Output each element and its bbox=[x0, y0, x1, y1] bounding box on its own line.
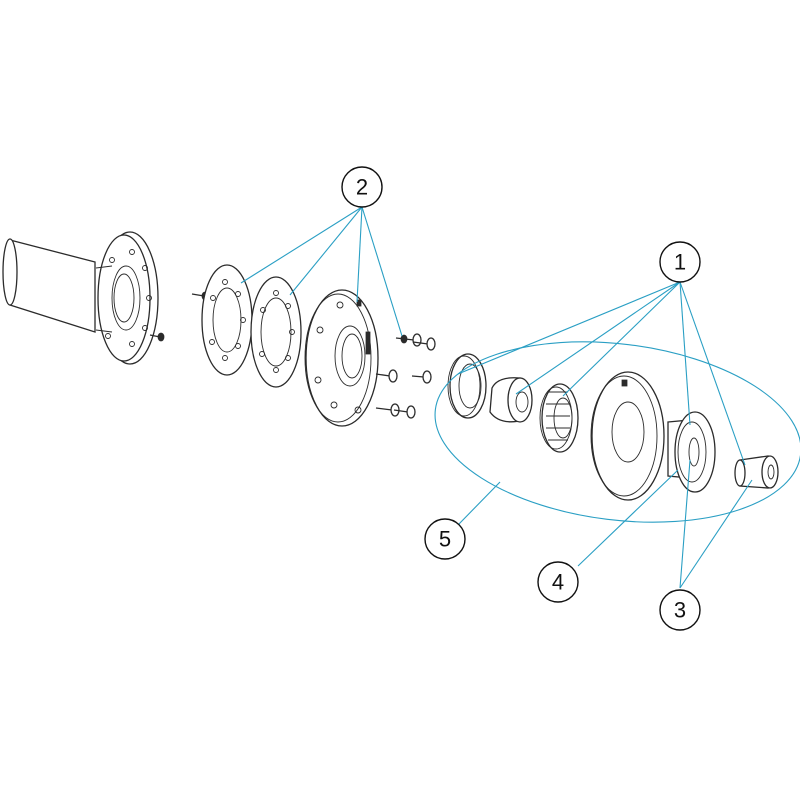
leader-lines-3 bbox=[679, 459, 753, 589]
threaded-ring bbox=[447, 353, 487, 419]
gasket-2 bbox=[250, 276, 302, 388]
screw-4 bbox=[411, 370, 432, 384]
leader-lines-1 bbox=[457, 281, 746, 466]
threaded-nozzle bbox=[539, 383, 579, 453]
leader-line-4 bbox=[577, 469, 679, 567]
diffuser-plug bbox=[667, 411, 716, 493]
clamp-flange bbox=[304, 289, 379, 427]
screw-6 bbox=[393, 405, 416, 419]
callout-2: 2 bbox=[341, 166, 383, 208]
callout-1: 1 bbox=[659, 241, 701, 283]
svg-text:1: 1 bbox=[674, 250, 686, 275]
screw-small-2 bbox=[149, 332, 165, 342]
callout-4: 4 bbox=[537, 561, 579, 603]
callout-3: 3 bbox=[659, 589, 701, 631]
wall-fitting-body bbox=[2, 231, 159, 365]
screw-3 bbox=[375, 369, 398, 383]
svg-text:5: 5 bbox=[439, 527, 451, 552]
svg-text:3: 3 bbox=[674, 598, 686, 623]
screw-2 bbox=[412, 337, 436, 351]
svg-text:4: 4 bbox=[552, 570, 564, 595]
svg-text:2: 2 bbox=[356, 175, 368, 200]
ball-eyeball bbox=[489, 377, 533, 423]
spacer-sleeve bbox=[734, 455, 779, 489]
callout-5: 5 bbox=[424, 518, 466, 560]
leader-lines-2 bbox=[240, 206, 403, 337]
screw-1 bbox=[395, 333, 422, 347]
screws-set bbox=[375, 333, 436, 419]
gasket-1 bbox=[201, 264, 253, 376]
assembly-group-outline bbox=[434, 341, 800, 523]
cover-plate bbox=[590, 371, 665, 501]
leader-line-5 bbox=[457, 481, 501, 526]
flange-holes bbox=[105, 249, 152, 347]
